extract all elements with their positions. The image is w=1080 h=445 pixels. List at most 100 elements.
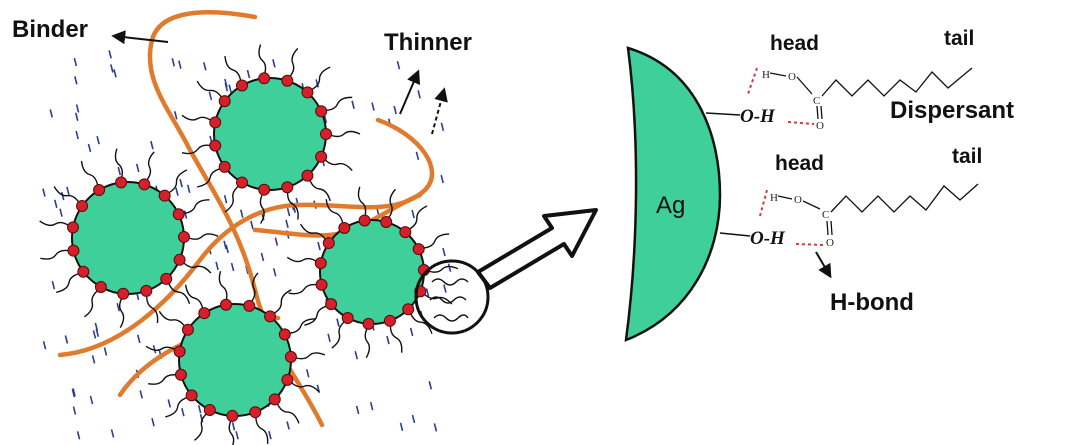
c-atom-top: C (813, 95, 820, 107)
dispersant-tail (331, 319, 348, 349)
solvent-dash (336, 318, 340, 327)
dispersant-tail (325, 199, 344, 227)
ag-nanoparticle (39, 148, 219, 329)
solvent-dash (268, 430, 272, 440)
solvent-dash (440, 122, 445, 132)
solvent-dash (225, 244, 229, 254)
dispersant-head (160, 272, 173, 285)
tail-label-top: tail (944, 27, 974, 50)
solvent-dash (51, 280, 56, 290)
solvent-dash (250, 220, 254, 230)
solvent-dash (150, 140, 154, 150)
dispersant-head (278, 328, 291, 341)
solvent-dash (72, 406, 77, 415)
ag-nanoparticle (181, 44, 361, 224)
solvent-dash (231, 422, 236, 431)
zoom-circle (414, 259, 490, 335)
solvent-dash (411, 209, 415, 219)
dispersant-tail (197, 167, 224, 188)
dispersant-head (362, 317, 375, 330)
solvent-dash (49, 109, 54, 118)
solvent-dash (135, 163, 140, 173)
dispersant-tail (218, 270, 228, 303)
solvent-dash (354, 351, 359, 360)
solvent-dash (355, 405, 360, 415)
solvent-dash (110, 64, 114, 73)
nanoparticle-cluster (39, 44, 459, 445)
solvent-dash (66, 186, 70, 196)
dispersant-tail (144, 151, 155, 183)
solvent-dash (327, 333, 331, 343)
hbond-label: H-bond (830, 289, 914, 316)
dispersant-head (218, 95, 231, 108)
solvent-dash (286, 207, 291, 217)
dispersant-tail (420, 233, 450, 249)
solvent-dash (183, 210, 188, 219)
dispersant-tail (181, 114, 214, 123)
dispersant-tail (386, 188, 396, 221)
dispersant-head (281, 74, 294, 87)
dispersant-label: Dispersant (890, 97, 1014, 124)
dispersant-tail (39, 220, 72, 228)
solvent-dash (113, 69, 117, 78)
o-atom-top: O (788, 71, 796, 83)
dispersant-tail (56, 272, 82, 293)
dispersant-head (258, 183, 271, 196)
solvent-dash (399, 422, 404, 432)
ag-nanoparticle (145, 270, 326, 445)
arrow-up-right-icon (399, 69, 421, 115)
dispersant-tail (114, 148, 123, 181)
dispersant-tail (249, 272, 259, 305)
dispersant-tail (196, 80, 224, 101)
solvent-dash (53, 199, 58, 208)
dispersant-head (218, 160, 231, 173)
solvent-dash (208, 91, 213, 101)
solvent-dash (42, 188, 46, 197)
dispersant-tail (389, 322, 403, 353)
solvent-dash (260, 252, 265, 262)
solvent-dash (351, 100, 355, 109)
head-label-top: head (770, 32, 819, 55)
solvent-dash (74, 112, 79, 121)
dispersant-head (94, 281, 107, 294)
solvent-dash (224, 82, 229, 92)
dispersant-tail (259, 191, 265, 224)
dispersant-tail (425, 265, 459, 273)
solvent-dash (246, 69, 251, 79)
dispersant-tail (224, 55, 242, 84)
dispersant-molecule-bottom: head tail O-H H O C O H-bond (719, 145, 982, 316)
dispersant-tail (258, 44, 267, 77)
dispersant-molecule-top: head tail O-H H O C O Dispersant (705, 27, 1014, 132)
solvent-dash (75, 104, 80, 113)
solvent-dash (179, 179, 183, 188)
hydroxyl-bottom: O-H (750, 228, 786, 249)
dispersant-tail (166, 280, 191, 304)
dispersant-tail (286, 318, 316, 335)
solvent-dash (315, 79, 319, 88)
dispersant-head (236, 79, 248, 92)
solvent-dash (74, 76, 78, 85)
solvent-dash (411, 414, 416, 424)
dispersant-head (77, 265, 90, 278)
dispersant-tail (304, 304, 330, 326)
dispersant-tail (292, 352, 326, 360)
dispersant-head (177, 230, 190, 243)
dispersant-head (341, 311, 354, 324)
solvent-dash (428, 381, 433, 390)
solvent-dash (116, 302, 121, 312)
dispersant-tail (255, 414, 269, 444)
solvent-dash (239, 209, 244, 218)
dispersant-tail (364, 325, 371, 359)
dispersant-head (236, 176, 248, 189)
dispersant-head (172, 208, 185, 221)
solvent-dash (75, 130, 79, 140)
dispersant-tail (119, 295, 125, 329)
solvent-dash (317, 241, 321, 251)
dispersant-tail (180, 199, 210, 215)
dispersant-tail (421, 291, 453, 305)
dispersant-tail (184, 284, 204, 312)
solvent-dash (223, 195, 228, 204)
dispersant-head (380, 215, 393, 228)
dispersant-tail (40, 249, 72, 260)
